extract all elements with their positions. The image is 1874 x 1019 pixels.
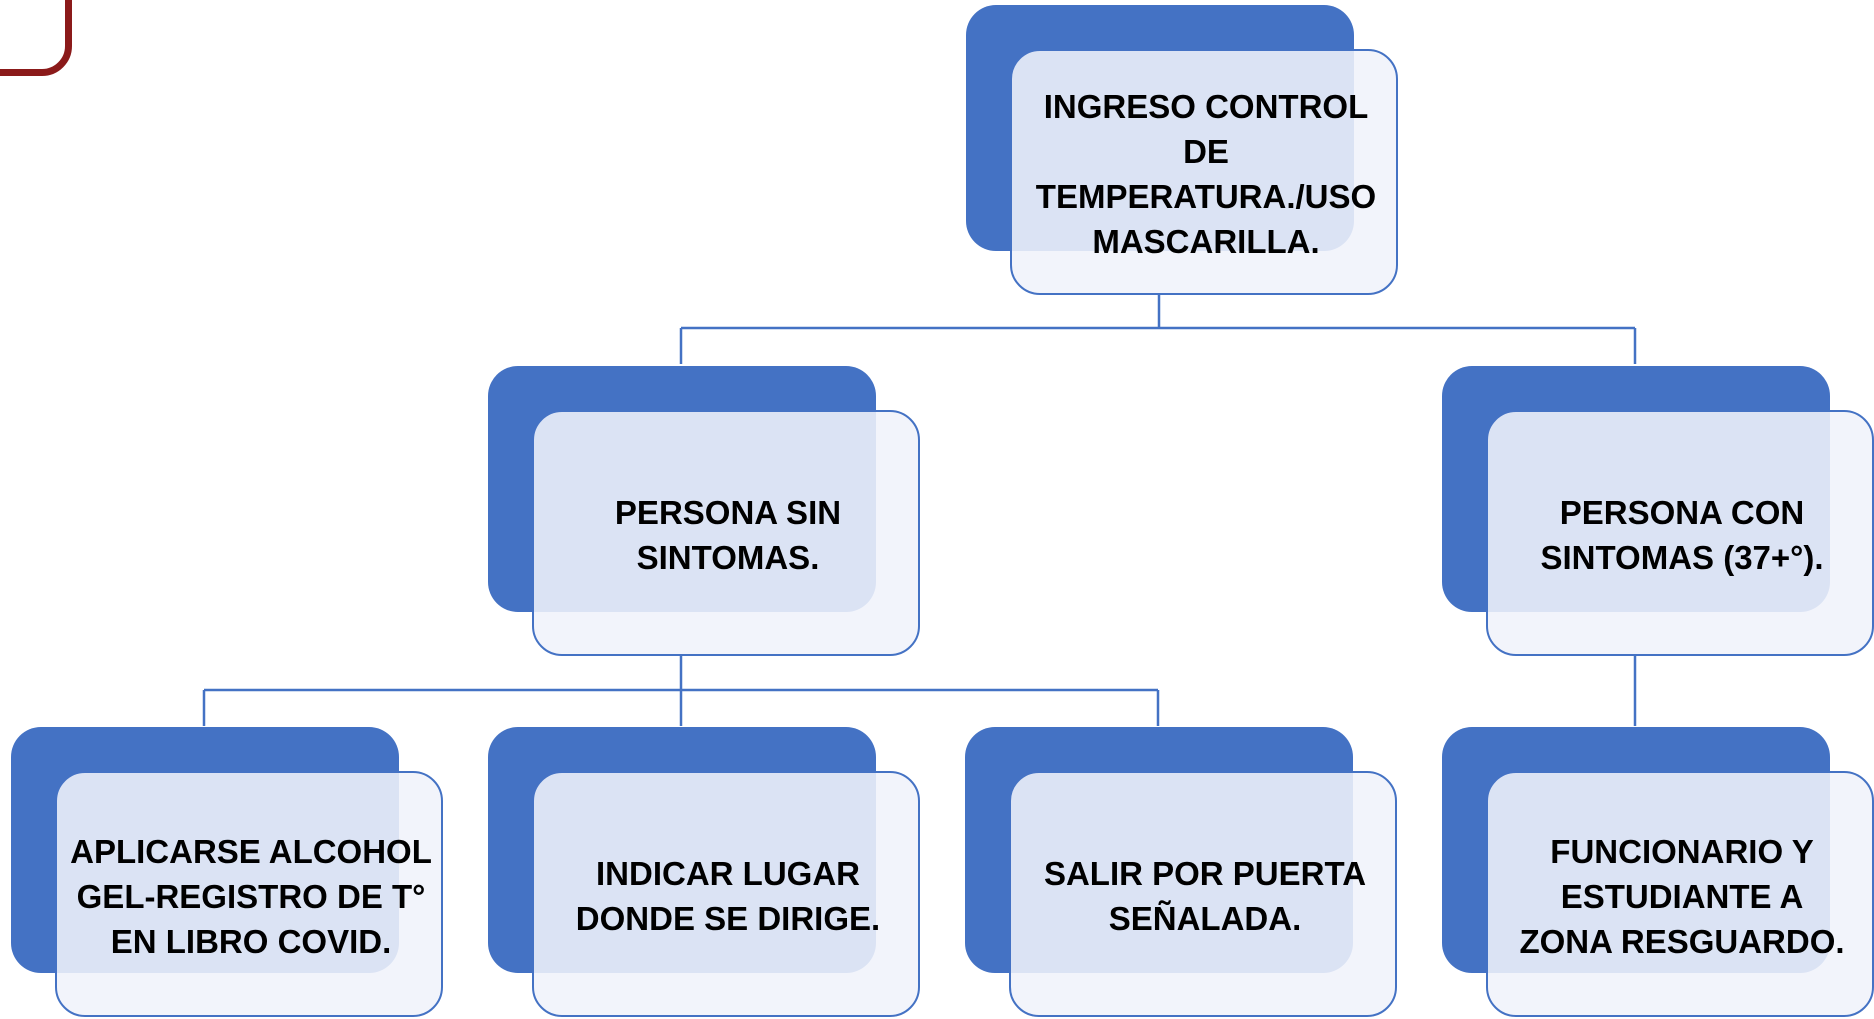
node-card: APLICARSE ALCOHOL GEL-REGISTRO DE T° EN … <box>55 771 443 1017</box>
node-root-label: INGRESO CONTROL DE TEMPERATURA./USO MASC… <box>1035 88 1377 260</box>
connector-root-to-level2 <box>679 294 1637 364</box>
node-persona-sin-sintomas: PERSONA SIN SINTOMAS. <box>488 366 920 656</box>
node-card: PERSONA SIN SINTOMAS. <box>532 410 920 656</box>
node-root: INGRESO CONTROL DE TEMPERATURA./USO MASC… <box>966 5 1398 295</box>
node-card: INGRESO CONTROL DE TEMPERATURA./USO MASC… <box>1010 49 1398 295</box>
node-funcionario-estudiante: FUNCIONARIO Y ESTUDIANTE A ZONA RESGUARD… <box>1442 727 1874 1017</box>
node-card: PERSONA CON SINTOMAS (37+°). <box>1486 410 1874 656</box>
node-card: SALIR POR PUERTA SEÑALADA. <box>1009 771 1397 1017</box>
node-lugar-label: INDICAR LUGAR DONDE SE DIRIGE. <box>575 855 881 937</box>
node-aplicarse-alcohol: APLICARSE ALCOHOL GEL-REGISTRO DE T° EN … <box>11 727 443 1017</box>
logo: GE <box>0 0 72 76</box>
node-salir-puerta: SALIR POR PUERTA SEÑALADA. <box>965 727 1397 1017</box>
node-funcionario-label: FUNCIONARIO Y ESTUDIANTE A ZONA RESGUARD… <box>1519 832 1845 960</box>
node-alcohol-label: APLICARSE ALCOHOL GEL-REGISTRO DE T° EN … <box>70 832 432 960</box>
node-salir-label: SALIR POR PUERTA SEÑALADA. <box>1043 855 1367 937</box>
connector-sin-to-children <box>202 655 1160 726</box>
node-persona-con-sintomas: PERSONA CON SINTOMAS (37+°). <box>1442 366 1874 656</box>
node-card: FUNCIONARIO Y ESTUDIANTE A ZONA RESGUARD… <box>1486 771 1874 1017</box>
node-con-label: PERSONA CON SINTOMAS (37+°). <box>1540 494 1824 576</box>
node-indicar-lugar: INDICAR LUGAR DONDE SE DIRIGE. <box>488 727 920 1017</box>
node-sin-label: PERSONA SIN SINTOMAS. <box>614 494 842 576</box>
node-card: INDICAR LUGAR DONDE SE DIRIGE. <box>532 771 920 1017</box>
